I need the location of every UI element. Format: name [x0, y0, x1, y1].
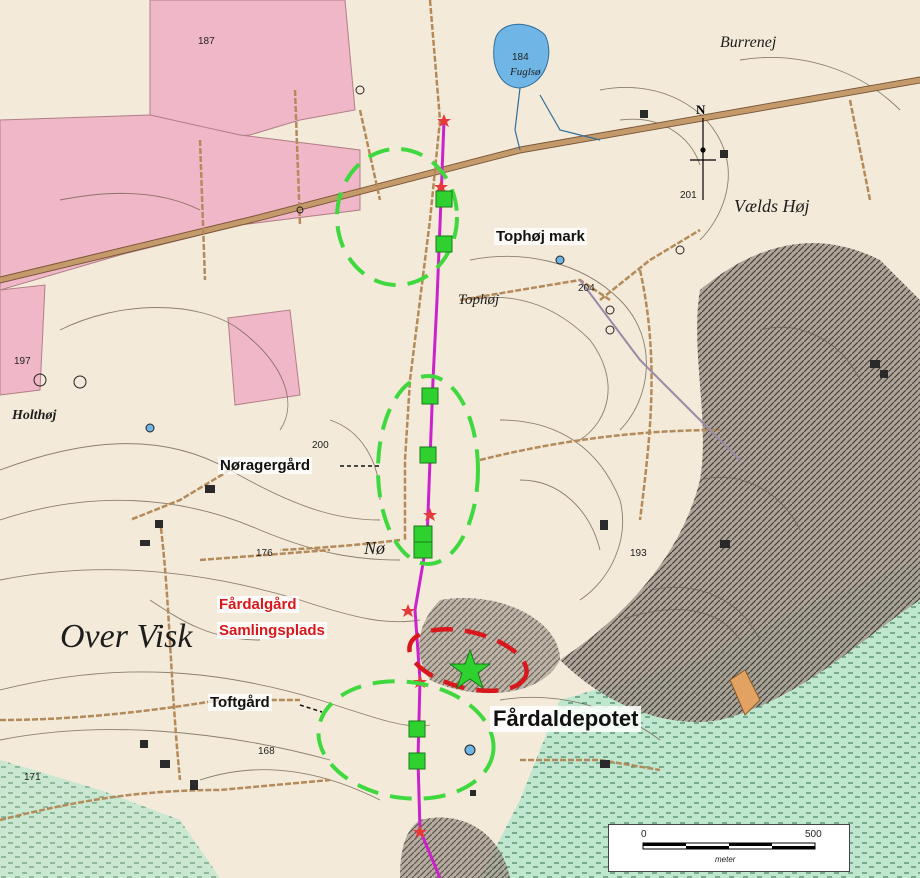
- road-edges: [0, 76, 920, 284]
- meadow-area-west: [0, 760, 220, 878]
- place-fuglsoe: Fuglsø: [510, 66, 541, 78]
- label-samlingsplads: Samlingsplads: [217, 622, 327, 639]
- elevation-label: 176: [256, 548, 273, 559]
- label-toftgard: Toftgård: [208, 694, 272, 711]
- area-noragergard[interactable]: [376, 374, 480, 566]
- scale-end: 500: [805, 829, 822, 840]
- roads: [0, 77, 920, 283]
- place-holthoj: Holthøj: [12, 408, 57, 423]
- buildings: [140, 110, 888, 796]
- hill-slopes-east: [560, 243, 920, 722]
- area-toftgard[interactable]: [311, 670, 501, 809]
- fields-pink: [0, 0, 361, 406]
- elevation-label: 204: [578, 283, 595, 294]
- find-marker[interactable]: [421, 387, 439, 405]
- label-tophoj-mark: Tophøj mark: [494, 228, 587, 245]
- north-arrow-icon: [690, 118, 716, 200]
- find-marker[interactable]: [435, 190, 453, 208]
- find-marker[interactable]: [408, 752, 426, 770]
- find-marker[interactable]: [435, 235, 453, 253]
- elevation-label: 187: [198, 36, 215, 47]
- label-noragergard: Nøragergård: [218, 457, 313, 474]
- find-marker[interactable]: [408, 720, 426, 738]
- scale-unit: meter: [715, 855, 736, 864]
- find-marker[interactable]: [413, 541, 433, 559]
- streams: [514, 87, 601, 151]
- area-fardalgard-samlingsplads[interactable]: [403, 618, 533, 701]
- scale-bar: 0 500 meter: [608, 824, 850, 872]
- north-label: N: [696, 102, 706, 117]
- find-markers: [408, 190, 453, 770]
- elevation-label: 168: [258, 746, 275, 757]
- find-marker[interactable]: [413, 525, 433, 543]
- elevation-label: 201: [680, 190, 697, 201]
- minor-roads: [0, 0, 872, 822]
- small-features: [33, 85, 685, 756]
- slopes-south: [400, 817, 510, 878]
- place-vaelds-hoj: Vælds Høj: [734, 196, 810, 216]
- depot-star-icon[interactable]: [448, 648, 492, 690]
- place-over-visk: Over Visk: [60, 618, 193, 655]
- place-norager: Nø: [364, 538, 386, 558]
- scale-start: 0: [641, 829, 647, 840]
- lake-fuglsoe: [493, 23, 550, 89]
- parish-border: [579, 279, 741, 461]
- label-fardaldepotet: Fårdaldepotet: [490, 706, 642, 732]
- elevation-label: 171: [24, 772, 41, 783]
- area-tophoj-mark[interactable]: [335, 147, 459, 287]
- scale-bar-graphic: [642, 842, 816, 850]
- elevation-label: 200: [312, 440, 329, 451]
- label-fardalgard: Fårdalgård: [217, 596, 299, 613]
- elevation-label: 193: [630, 548, 647, 559]
- place-tophoj: Tophøj: [458, 292, 500, 308]
- elevation-label: 197: [14, 356, 31, 367]
- elevation-label: 184: [512, 52, 529, 63]
- gravel-pit: [729, 669, 761, 716]
- label-leaders: [299, 465, 380, 713]
- place-burrenej: Burrenej: [720, 34, 777, 51]
- find-marker[interactable]: [419, 446, 437, 464]
